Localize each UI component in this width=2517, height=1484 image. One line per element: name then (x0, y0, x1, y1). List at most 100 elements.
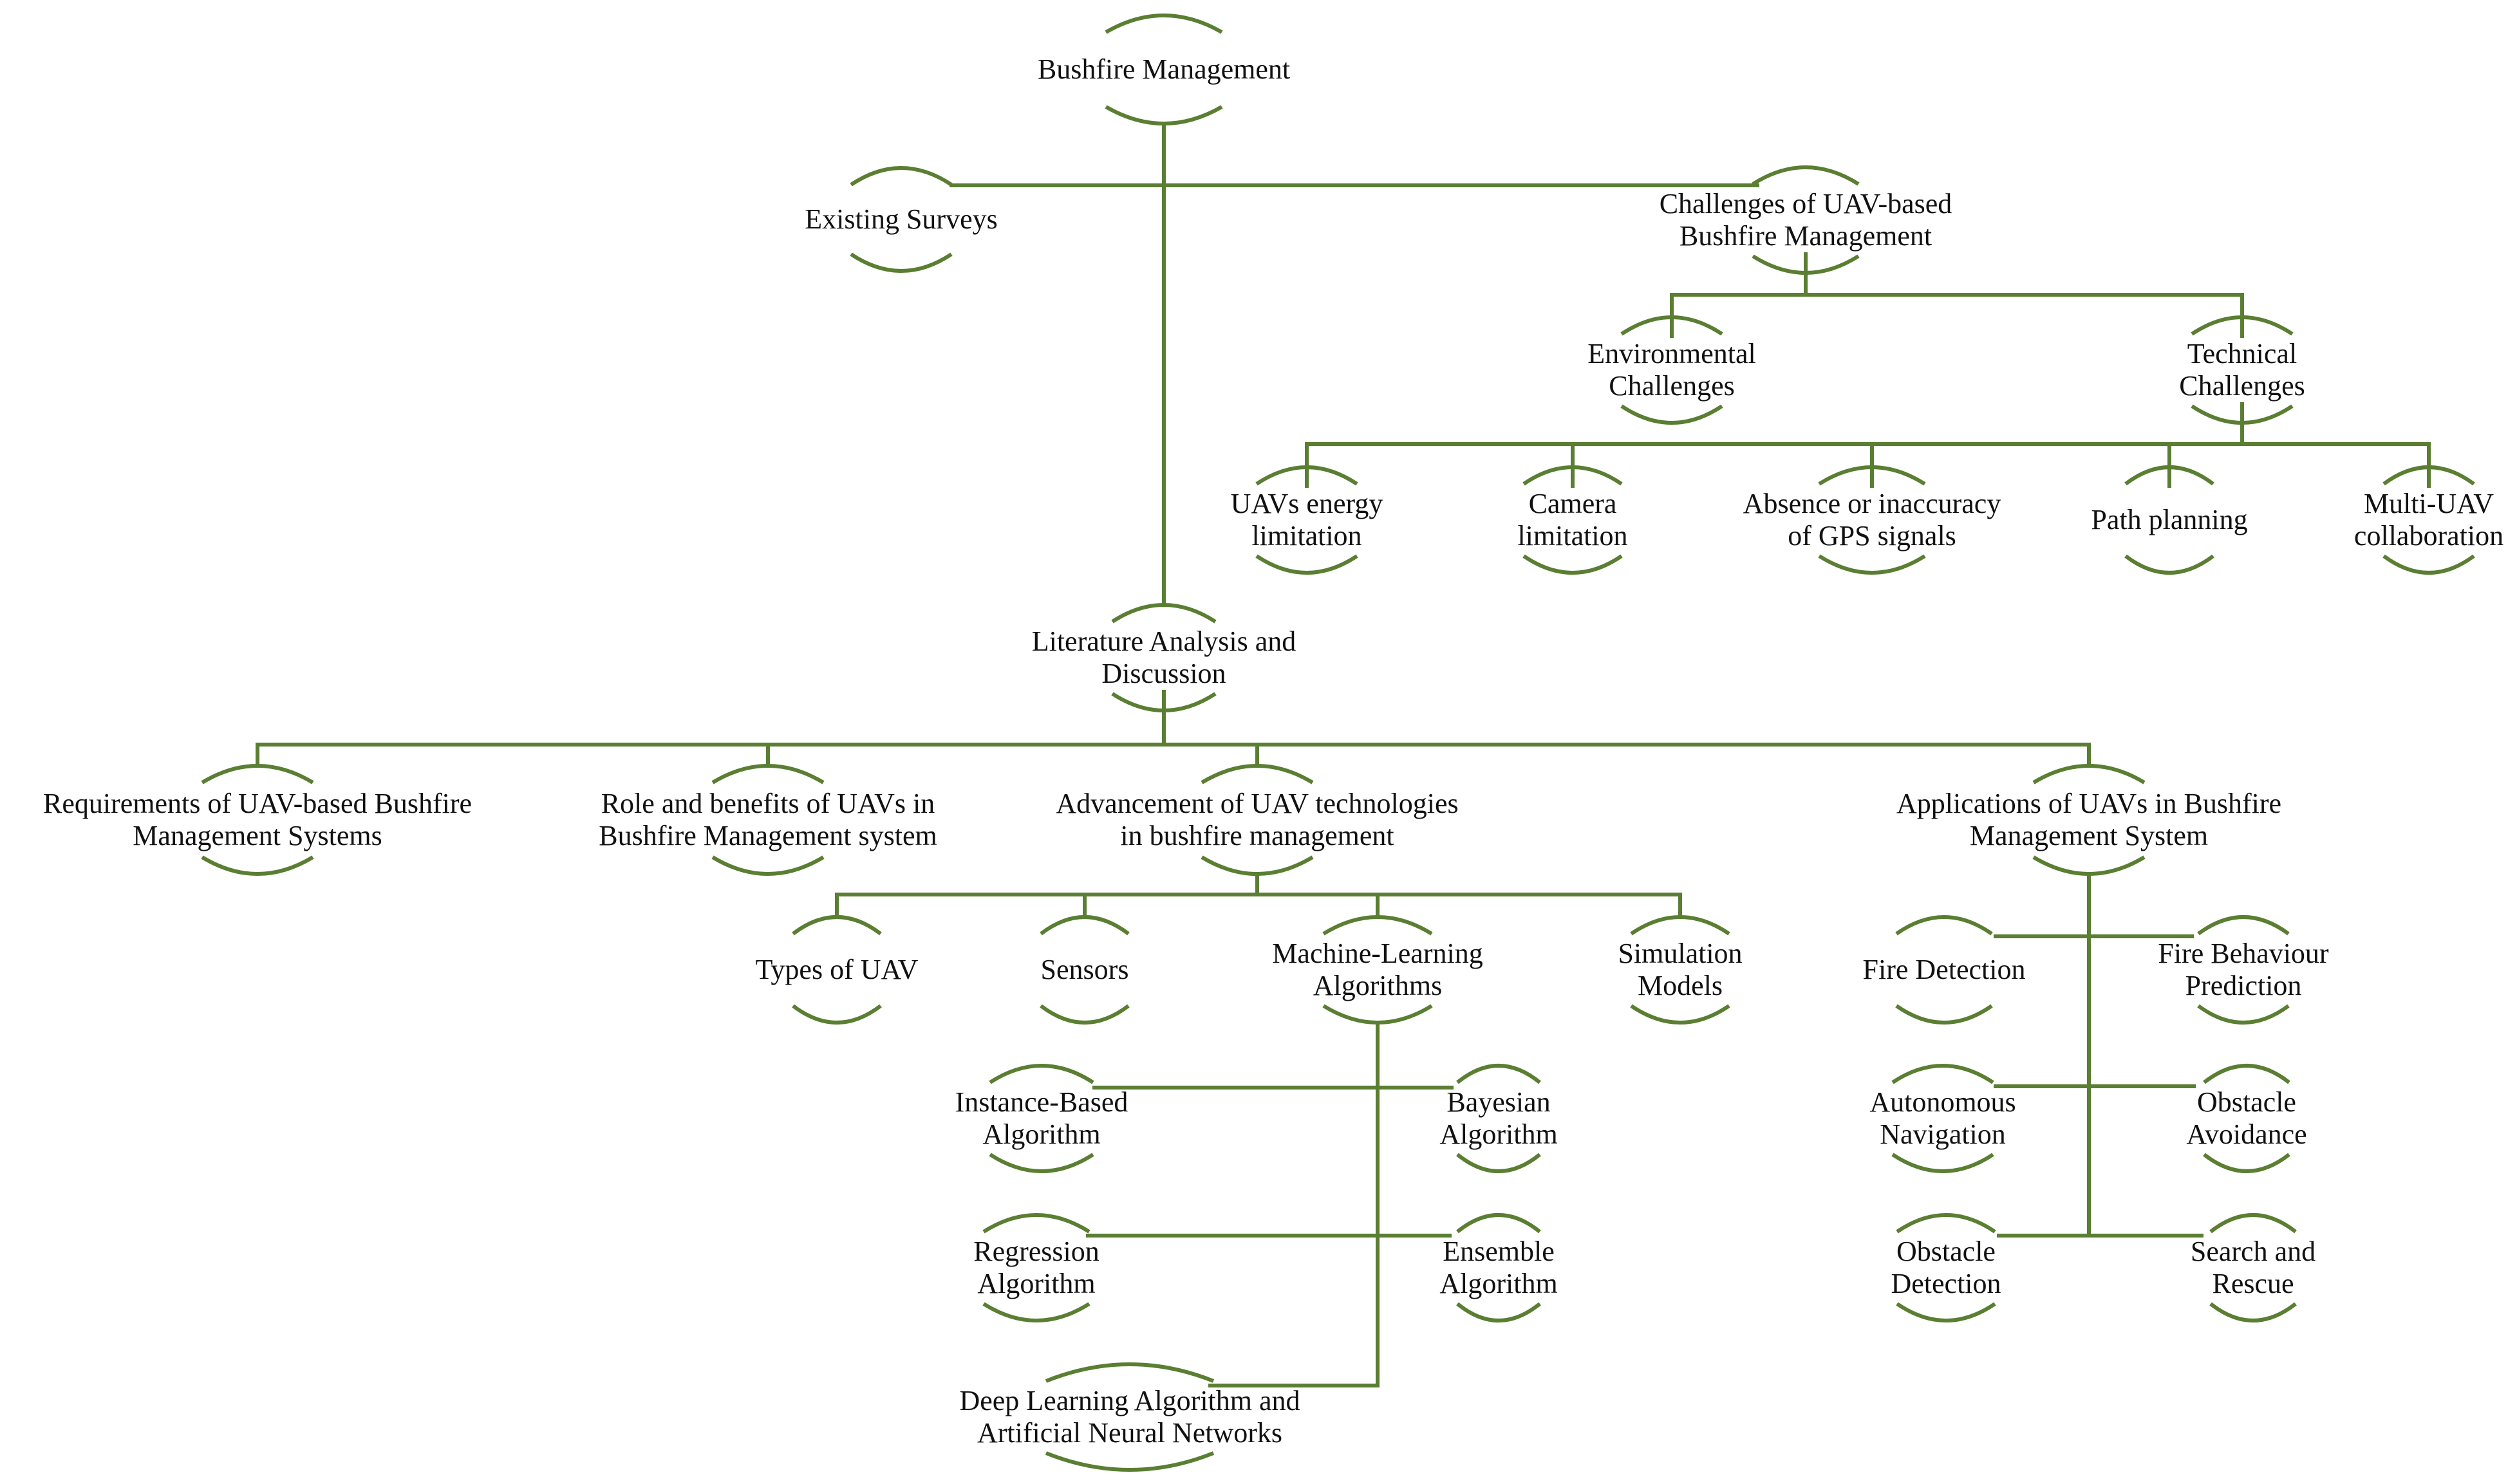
node-bracket-obstacle-avoidance (2203, 1064, 2290, 1173)
bracket-bottom-arc (989, 1153, 1094, 1173)
node-bracket-technical (2191, 315, 2294, 425)
node-bracket-types (792, 915, 882, 1025)
node-bracket-existing-surveys (850, 166, 953, 273)
node-bracket-fire-detection (1895, 915, 1993, 1025)
bracket-bottom-arc (1111, 692, 1217, 712)
bracket-bottom-arc (1630, 1004, 1730, 1025)
bracket-top-arc (989, 1064, 1094, 1084)
bracket-top-arc (1895, 915, 1993, 936)
bracket-bottom-arc (1456, 1302, 1541, 1322)
bracket-bottom-arc (2124, 554, 2214, 575)
node-brackets (201, 14, 2475, 1472)
node-bracket-search-rescue (2209, 1213, 2297, 1322)
node-types-line-1: Types of UAV (755, 954, 919, 985)
node-existing-surveys: Existing Surveys (805, 203, 997, 236)
bracket-bottom-arc (1895, 1004, 1993, 1025)
bracket-top-arc (1522, 465, 1623, 486)
node-advancement-line-1: Advancement of UAV technologies (1056, 788, 1459, 819)
node-advancement-line-2: in bushfire management (1120, 820, 1394, 851)
node-bracket-literature (1111, 603, 1217, 712)
node-bracket-simulation (1630, 915, 1730, 1025)
node-bayesian-line-1: Bayesian (1446, 1086, 1551, 1118)
node-ensemble-line-2: Algorithm (1439, 1268, 1558, 1299)
node-camera-line-2: limitation (1517, 520, 1628, 552)
node-obstacle-detection-line-2: Detection (1891, 1268, 2001, 1299)
bracket-top-arc (2203, 1064, 2290, 1084)
bracket-top-arc (1040, 915, 1130, 936)
node-root: Bushfire Management (1038, 53, 1290, 86)
bracket-top-arc (2191, 315, 2294, 336)
node-bracket-deep (1045, 1362, 1215, 1472)
bracket-top-arc (1255, 465, 1358, 486)
node-literature-line-1: Literature Analysis and (1031, 626, 1296, 657)
bracket-bottom-arc (1891, 1153, 1994, 1173)
node-root-line-1: Bushfire Management (1037, 53, 1291, 85)
node-requirements-line-2: Management Systems (133, 820, 382, 851)
bracket-top-arc (2032, 764, 2146, 784)
bracket-top-arc (2209, 1213, 2297, 1234)
node-types: Types of UAV (756, 954, 919, 986)
node-bracket-camera (1522, 465, 1623, 575)
node-autonomous-line-1: Autonomous (1869, 1086, 2016, 1118)
bracket-top-arc (1891, 1064, 1994, 1084)
node-deep-line-2: Artificial Neural Networks (977, 1417, 1283, 1449)
node-applications-line-2: Management System (1969, 820, 2209, 851)
node-path-line-1: Path planning (2091, 504, 2248, 535)
node-bracket-role (711, 764, 825, 876)
bracket-bottom-arc (1456, 1153, 1541, 1173)
node-search-rescue-line-2: Rescue (2212, 1268, 2294, 1299)
node-path: Path planning (2091, 504, 2247, 536)
node-fire-detection: Fire Detection (1863, 954, 2026, 986)
node-multi-uav-line-1: Multi-UAV (2363, 488, 2494, 519)
node-requirements-line-1: Requirements of UAV-based Bushfire (42, 788, 473, 819)
node-multi-uav-line-2: collaboration (2353, 520, 2504, 552)
node-environmental-line-1: Environmental (1587, 338, 1756, 369)
node-bracket-regression (982, 1213, 1090, 1322)
bracket-bottom-arc (2203, 1153, 2290, 1173)
node-obstacle-avoidance-line-2: Avoidance (2186, 1118, 2307, 1150)
bracket-bottom-arc (201, 855, 314, 876)
bracket-bottom-arc (792, 1004, 882, 1025)
node-instance-line-1: Instance-Based (955, 1086, 1128, 1118)
bracket-top-arc (1896, 1213, 1996, 1234)
node-sensors-line-1: Sensors (1040, 954, 1129, 985)
node-challenges-line-1: Challenges of UAV-based (1659, 188, 1952, 219)
bracket-top-arc (2382, 465, 2475, 486)
node-bracket-energy (1255, 465, 1358, 575)
node-bracket-environmental (1620, 315, 1723, 425)
node-simulation-line-1: Simulation (1618, 938, 1743, 969)
node-fire-detection-line-1: Fire Detection (1862, 954, 2026, 985)
node-bracket-multi-uav (2382, 465, 2475, 575)
node-role-line-2: Bushfire Management system (599, 820, 937, 851)
node-bracket-fire-behaviour (2197, 915, 2290, 1025)
node-environmental-line-2: Challenges (1609, 370, 1735, 402)
node-technical-line-2: Challenges (2179, 370, 2305, 402)
bracket-bottom-arc (1105, 105, 1223, 125)
bracket-top-arc (792, 915, 882, 936)
node-ensemble-line-1: Ensemble (1443, 1236, 1555, 1267)
bracket-top-arc (201, 764, 314, 784)
node-fire-behaviour-line-1: Fire Behaviour (2158, 938, 2329, 969)
node-bracket-path (2124, 465, 2214, 575)
bracket-bottom-arc (1522, 554, 1623, 575)
node-energy-line-1: UAVs energy (1230, 488, 1383, 519)
node-existing-surveys-line-1: Existing Surveys (805, 203, 998, 235)
node-energy-line-2: limitation (1251, 520, 1362, 552)
bracket-top-arc (1111, 603, 1217, 624)
